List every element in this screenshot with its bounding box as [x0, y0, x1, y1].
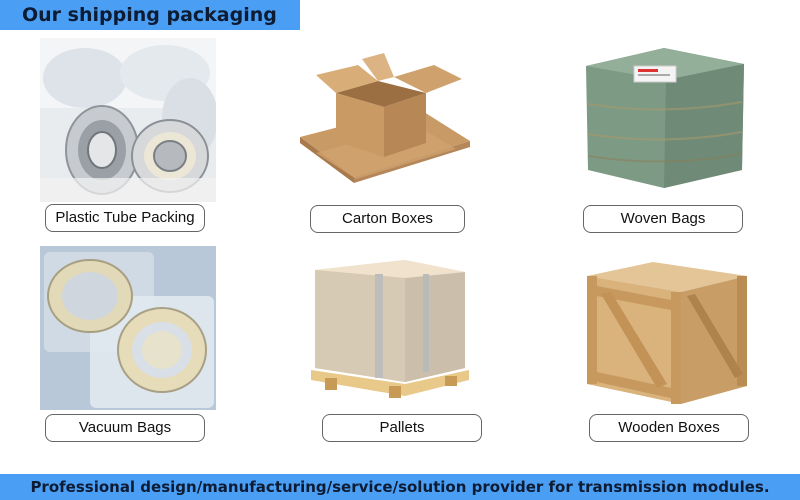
- packaging-label-wooden-boxes: Wooden Boxes: [589, 414, 749, 442]
- packaging-label-plastic-tube: Plastic Tube Packing: [45, 204, 205, 232]
- page-title: Our shipping packaging: [0, 0, 300, 30]
- wooden-boxes-photo: [583, 254, 751, 410]
- woven-bags-photo: [580, 44, 750, 192]
- plastic-tube-packing-photo: [40, 38, 216, 202]
- vacuum-bags-photo: [40, 246, 216, 410]
- packaging-label-woven-bags: Woven Bags: [583, 205, 743, 233]
- packaging-label-vacuum-bags: Vacuum Bags: [45, 414, 205, 442]
- footer-tagline: Professional design/manufacturing/servic…: [0, 474, 800, 500]
- packaging-label-pallets: Pallets: [322, 414, 482, 442]
- carton-boxes-photo: [296, 45, 472, 195]
- pallets-photo: [305, 252, 475, 408]
- packaging-label-carton-boxes: Carton Boxes: [310, 205, 465, 233]
